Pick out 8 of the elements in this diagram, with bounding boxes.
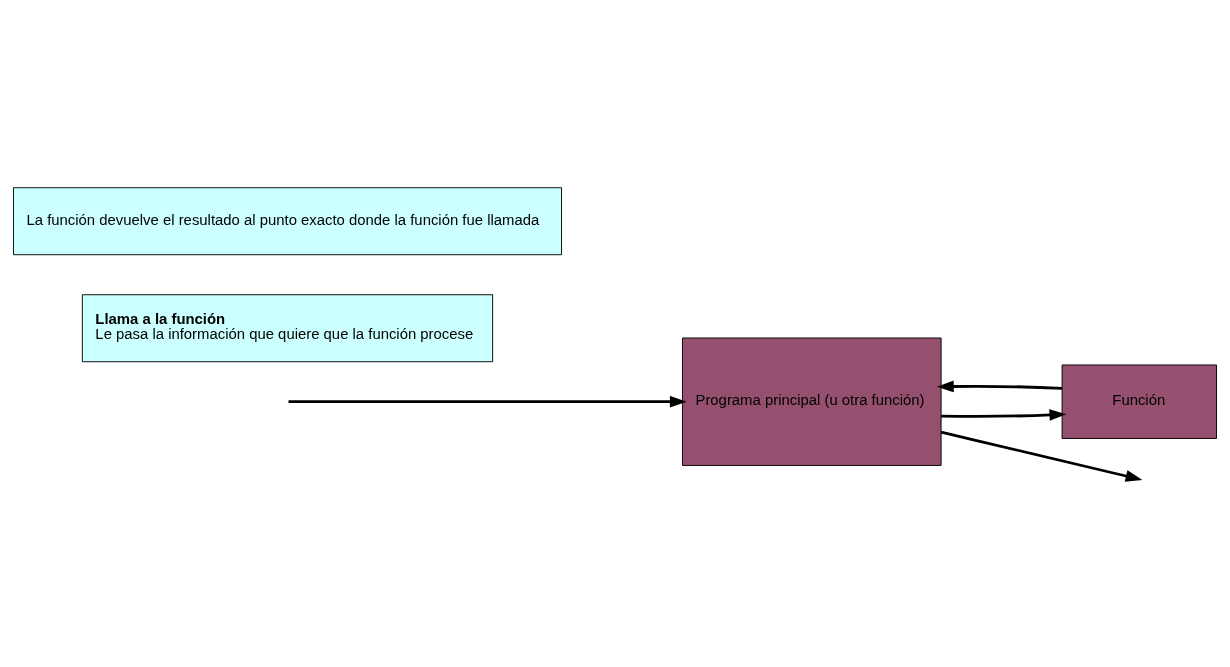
arrow [941, 409, 1067, 421]
node-box: Programa principal (u otra función) [682, 337, 942, 466]
arrow [940, 430, 1143, 482]
arrow [936, 380, 1063, 393]
node-box: Función [1061, 364, 1217, 439]
node-box: Llama a la función Le pasa la información que quiere que la función procese [81, 294, 494, 363]
arrow [288, 395, 687, 408]
node-box: La función devuelve el resultado al punto exacto donde la función fue llamada [13, 187, 562, 256]
